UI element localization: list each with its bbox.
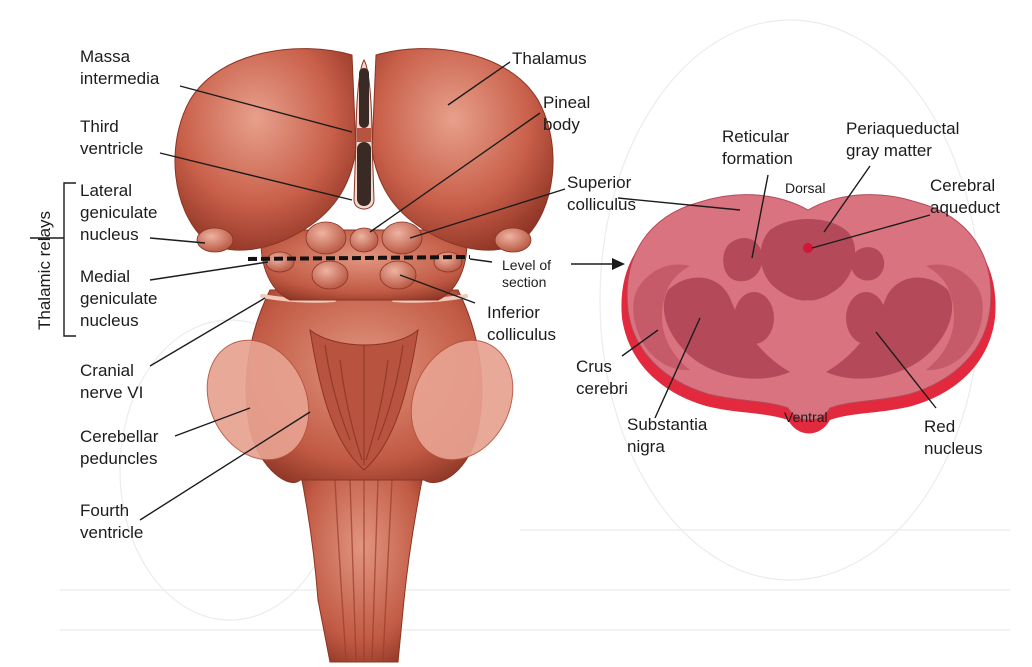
right-superior-colliculus — [382, 222, 422, 254]
midbrain-cross-section — [621, 195, 995, 434]
reticular-zone-right — [851, 247, 884, 280]
third-ventricle-upper — [359, 68, 369, 128]
arrow-head — [612, 258, 625, 270]
cerebral-aqueduct — [803, 243, 813, 253]
left-lateral-geniculate — [197, 228, 233, 252]
right-lateral-geniculate — [495, 228, 531, 252]
third-ventricle-lower — [357, 142, 371, 206]
medulla — [300, 470, 424, 662]
label-thalamus: Thalamus — [512, 49, 587, 68]
right-thalamus — [372, 49, 553, 251]
left-superior-colliculus — [306, 222, 346, 254]
massa-intermedia — [357, 128, 371, 142]
left-inferior-colliculus — [312, 261, 348, 289]
dorsal-brainstem-illustration — [175, 49, 553, 662]
left-thalamus — [175, 49, 356, 251]
left-medial-geniculate — [266, 252, 294, 272]
red-nucleus-left — [734, 292, 774, 344]
label-ventral: Ventral — [784, 409, 828, 425]
level-of-section-line — [248, 257, 470, 259]
label-dorsal: Dorsal — [785, 180, 825, 196]
right-inferior-colliculus — [380, 261, 416, 289]
thalamic-relays-label: Thalamic relays — [35, 211, 54, 330]
right-medial-geniculate — [434, 252, 462, 272]
pineal-body — [350, 228, 378, 252]
